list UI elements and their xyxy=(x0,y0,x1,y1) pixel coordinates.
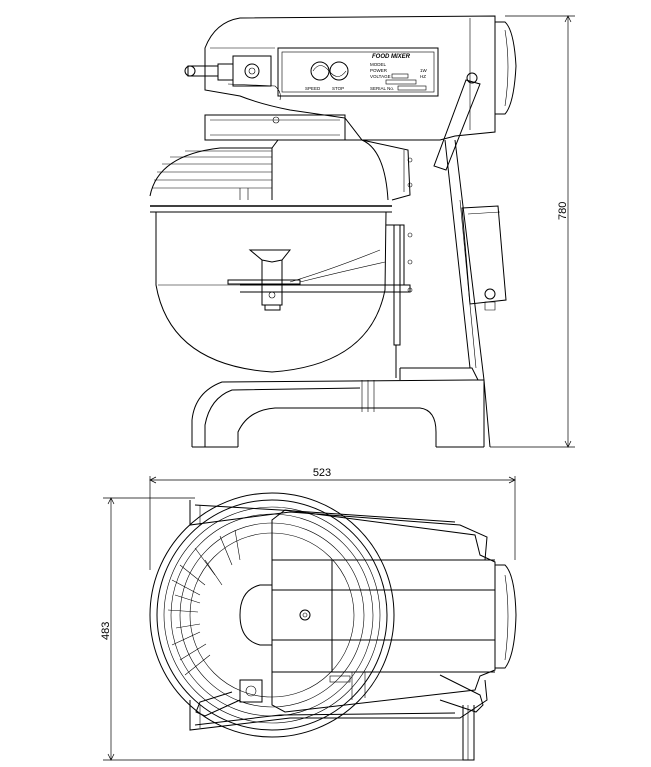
nameplate-power-label: POWER xyxy=(370,68,388,73)
nameplate-speed-label: SPEED xyxy=(305,86,321,91)
mixer-bowl xyxy=(150,205,413,378)
top-view: 523 483 xyxy=(100,467,517,761)
nameplate-serial-label: SERIAL No. xyxy=(370,86,394,91)
mixer-column xyxy=(444,139,491,448)
bowl-lift-handle-top[interactable] xyxy=(439,674,484,761)
mixer-head: FOOD MIXER MODEL POWER 1W VOLTAGE HZ SER… xyxy=(184,15,517,201)
nameplate-power-value: 1W xyxy=(420,68,428,73)
speed-knob-top xyxy=(195,679,263,717)
base-outline-top xyxy=(189,500,488,731)
side-view: FOOD MIXER MODEL POWER 1W VOLTAGE HZ SER… xyxy=(149,15,575,448)
nameplate-hz-label: HZ xyxy=(420,74,426,79)
nameplate-title: FOOD MIXER xyxy=(372,54,411,60)
nameplate-voltage-label: VOLTAGE xyxy=(370,74,391,79)
nameplate-stop-label: STOP xyxy=(332,86,344,91)
depth-dimension: 483 xyxy=(100,497,470,761)
width-dimension: 523 xyxy=(149,467,516,570)
depth-dimension-label: 483 xyxy=(100,622,112,640)
mixer-head-top xyxy=(239,509,517,713)
height-dimension: 780 xyxy=(490,15,575,448)
bowl-lift-handle[interactable] xyxy=(433,72,481,171)
height-dimension-label: 780 xyxy=(557,202,569,220)
safety-guard xyxy=(149,139,389,201)
motor-cover xyxy=(461,205,507,311)
nameplate-model-label: MODEL xyxy=(370,62,387,67)
width-dimension-label: 523 xyxy=(313,467,331,479)
mixer-base xyxy=(191,367,485,448)
